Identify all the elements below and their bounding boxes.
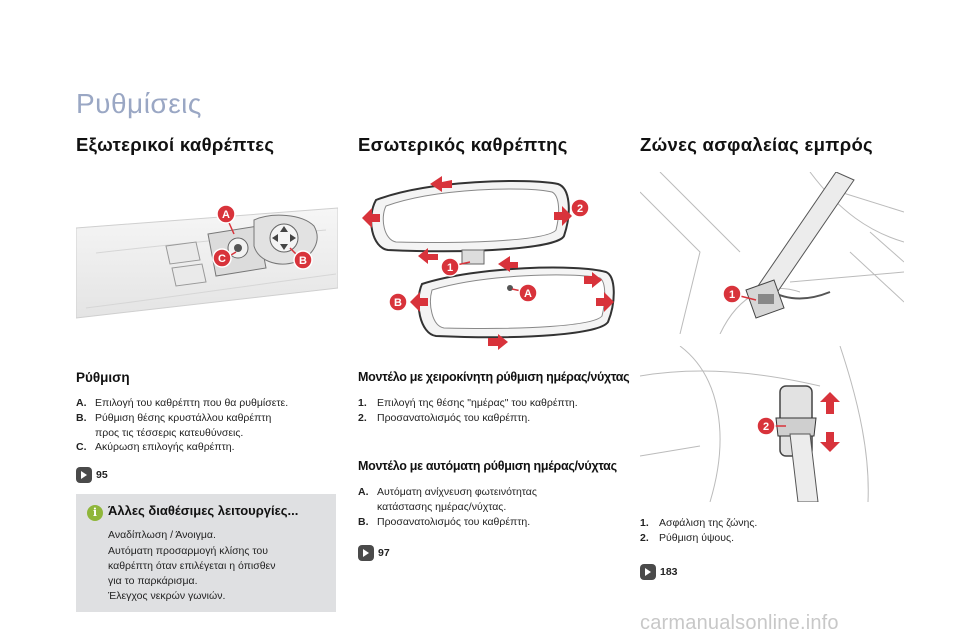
adjust-arrows [362,176,614,350]
list-item: B.Προσανατολισμός του καθρέπτη. [358,516,531,528]
auto-model-subtitle: Μοντέλο με αυτόματη ρύθμιση ημέρας/νύχτα… [358,459,617,473]
callout-2: 2 [570,198,590,218]
info-icon: i [87,505,103,521]
seatbelt-buckle-illustration: 1 [640,172,904,334]
svg-text:A: A [222,209,230,221]
svg-text:2: 2 [577,203,583,215]
svg-text:B: B [394,297,402,309]
interior-mirror-illustration: 2 1 A B [362,176,615,350]
manual-mirror [370,180,570,265]
adjustment-subtitle: Ρύθμιση [76,370,130,385]
callout-b: B [388,292,408,312]
infobox-line: Έλεγχος νεκρών γωνιών. [108,590,226,602]
svg-text:B: B [299,255,307,267]
list-item: 1.Επιλογή της θέσης "ημέρας" του καθρέπτ… [358,397,578,409]
callout-1: 1 [722,284,757,304]
interior-mirror-title: Εσωτερικός καθρέπτης [358,134,568,155]
height-arrows [820,392,840,452]
page-title: Ρυθμίσεις [76,88,202,119]
callout-a: A [511,283,538,303]
svg-text:1: 1 [447,262,453,274]
page-reference-183[interactable]: 183 [640,564,678,580]
play-arrow-icon [358,545,374,561]
watermark: carmanualsonline.info [640,612,839,634]
list-item: C.Ακύρωση επιλογής καθρέπτη. [76,441,235,453]
list-item: 2.Ρύθμιση ύψους. [640,532,734,544]
callout-c: C [212,248,237,268]
page-reference-95[interactable]: 95 [76,467,108,483]
callout-b: B [289,247,313,270]
mirror-adjust-joystick [253,214,318,265]
exterior-mirrors-title: Εξωτερικοί καθρέπτες [76,134,275,155]
auto-mirror [417,266,615,339]
seatbelt-height-adjust-illustration: 2 [640,346,904,502]
infobox-line: Αναδίπλωση / Άνοιγμα. [108,529,216,541]
list-item: A.Αυτόματη ανίχνευση φωτεινότητας κατάστ… [358,486,537,513]
infobox-line: Αυτόματη προσαρμογή κλίσης του [108,545,268,557]
window-switch-left [165,241,207,287]
infobox-line: καθρέπτη όταν επιλέγεται η όπισθεν [108,560,276,572]
callout-a: A [216,204,236,235]
exterior-mirror-control-illustration: A B C [76,168,338,340]
list-item: 1.Ασφάλιση της ζώνης. [640,517,758,529]
other-functions-infobox: i Άλλες διαθέσιμες λειτουργίες... Αναδίπ… [76,494,336,612]
manual-model-subtitle: Μοντέλο με χειροκίνητη ρύθμιση ημέρας/νύ… [358,370,630,384]
callout-2: 2 [756,416,786,436]
infobox-line: για το παρκάρισμα. [108,575,198,587]
list-item: 2.Προσανατολισμός του καθρέπτη. [358,412,531,424]
callout-1: 1 [440,257,471,277]
infobox-title: Άλλες διαθέσιμες λειτουργίες... [108,503,299,518]
page-reference-97[interactable]: 97 [358,545,390,561]
svg-text:C: C [218,253,226,265]
front-seatbelts-title: Ζώνες ασφαλείας εμπρός [640,134,873,155]
list-item: B.Ρύθμιση θέσης κρυστάλλου καθρέπτη προς… [76,412,272,439]
list-item: A.Επιλογή του καθρέπτη που θα ρυθμίσετε. [76,397,289,409]
svg-text:1: 1 [729,289,735,301]
svg-text:2: 2 [763,421,769,433]
svg-text:A: A [524,288,532,300]
play-arrow-icon [76,467,92,483]
buckle [745,279,785,319]
play-arrow-icon [640,564,656,580]
height-adjuster [775,385,819,502]
